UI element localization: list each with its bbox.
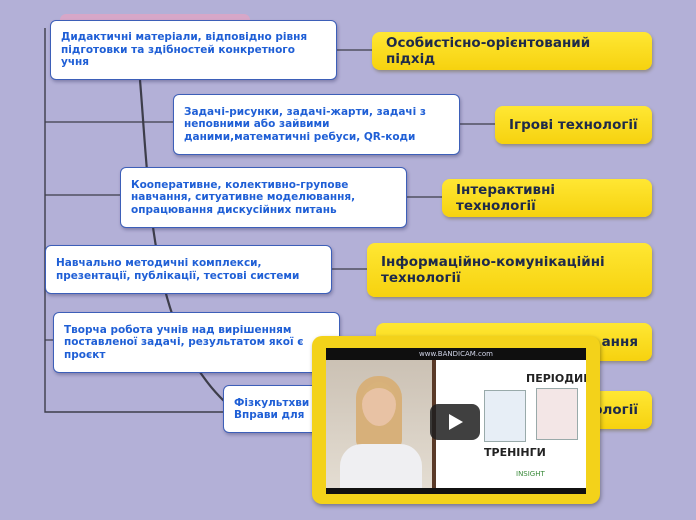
topic-personal-oriented[interactable]: Особистісно-орієнтований підхід: [372, 32, 652, 70]
video-watermark: www.BANDICAM.com: [326, 348, 586, 360]
description-box-2[interactable]: Задачі-рисунки, задачі-жарти, задачі з н…: [173, 94, 460, 155]
description-text-3: Кооперативне, колективно-групове навчанн…: [131, 179, 396, 217]
play-icon[interactable]: [430, 404, 480, 440]
topic-label-1: Особистісно-орієнтований підхід: [386, 35, 638, 67]
description-text-6: Фізкультхви Вправи для: [234, 397, 309, 422]
topic-interactive-technologies[interactable]: Інтерактивні технології: [442, 179, 652, 217]
description-box-1[interactable]: Дидактичні матеріали, відповідно рівня п…: [50, 20, 337, 80]
slide-logo: INSIGHT: [516, 470, 545, 478]
presenter-image: [326, 360, 434, 488]
topic-game-technologies[interactable]: Ігрові технології: [495, 106, 652, 144]
description-text-1: Дидактичні матеріали, відповідно рівня п…: [61, 31, 326, 69]
video-overlay[interactable]: www.BANDICAM.com ПЕРІОДИКА ТРЕНІНГИ INSI…: [312, 336, 600, 504]
slide-subtitle: ТРЕНІНГИ: [484, 446, 546, 459]
description-text-4: Навчально методичні комплекси, презентац…: [56, 257, 321, 282]
description-box-4[interactable]: Навчально методичні комплекси, презентац…: [45, 245, 332, 294]
topic-ict[interactable]: Інформаційно-комунікаційні технології: [367, 243, 652, 297]
topic-label-4: Інформаційно-комунікаційні технології: [381, 254, 638, 286]
topic-label-5: ання: [602, 334, 638, 350]
video-frame[interactable]: www.BANDICAM.com ПЕРІОДИКА ТРЕНІНГИ INSI…: [326, 348, 586, 494]
topic-label-3: Інтерактивні технології: [456, 182, 638, 214]
description-text-5: Творча робота учнів над вирішенням поста…: [64, 324, 329, 362]
book-cover-1: [484, 390, 526, 442]
description-box-3[interactable]: Кооперативне, колективно-групове навчанн…: [120, 167, 407, 228]
description-box-5[interactable]: Творча робота учнів над вирішенням поста…: [53, 312, 340, 373]
slide-title: ПЕРІОДИКА: [526, 372, 586, 385]
topic-label-2: Ігрові технології: [509, 117, 638, 133]
description-text-2: Задачі-рисунки, задачі-жарти, задачі з н…: [184, 106, 449, 144]
book-cover-2: [536, 388, 578, 440]
